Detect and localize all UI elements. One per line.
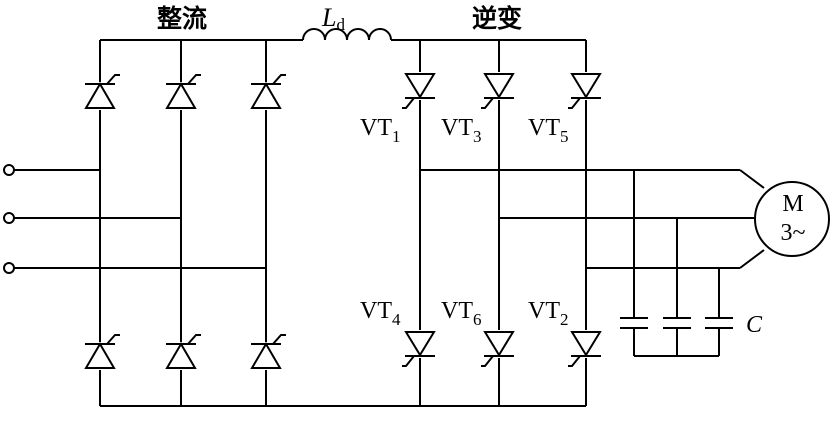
vt6-label: VT6 — [441, 298, 482, 329]
rectifier-label: 整流 — [157, 4, 207, 33]
thyristor-vt5 — [568, 72, 602, 109]
vt3-label: VT3 — [441, 115, 482, 146]
thyristor-vt3 — [481, 72, 515, 109]
rectifier-thyristors — [84, 74, 286, 370]
rectifier-thyristor-upper-1 — [84, 74, 120, 110]
inductor-ld — [302, 28, 392, 41]
inverter-thyristors — [402, 72, 602, 367]
vt4-label: VT4 — [360, 298, 401, 329]
inductor-label: Ld — [321, 3, 345, 34]
input-terminal-b — [3, 212, 15, 224]
inverter-label: 逆变 — [472, 4, 522, 33]
vt5-label: VT5 — [528, 115, 569, 146]
rectifier-thyristor-lower-3 — [250, 334, 286, 370]
rectifier-thyristor-upper-3 — [250, 74, 286, 110]
vt1-label: VT1 — [360, 115, 401, 146]
motor-phase-label: 3~ — [781, 220, 806, 246]
inverter-output-wiring — [420, 169, 765, 269]
capacitor-label: C — [746, 312, 763, 338]
motor: M 3~ — [754, 181, 830, 257]
motor-label: M — [782, 191, 803, 217]
rectifier-thyristor-upper-2 — [165, 74, 201, 110]
input-terminal-a — [3, 164, 15, 176]
input-terminal-c — [3, 262, 15, 274]
rectifier-thyristor-lower-1 — [84, 334, 120, 370]
thyristor-vt2 — [568, 330, 602, 367]
vt2-label: VT2 — [528, 298, 569, 329]
thyristor-vt6 — [481, 330, 515, 367]
thyristor-vt4 — [402, 330, 436, 367]
ac-input — [3, 164, 266, 274]
thyristor-vt1 — [402, 72, 436, 109]
rectifier-thyristor-lower-2 — [165, 334, 201, 370]
capacitor-bank — [620, 170, 733, 357]
